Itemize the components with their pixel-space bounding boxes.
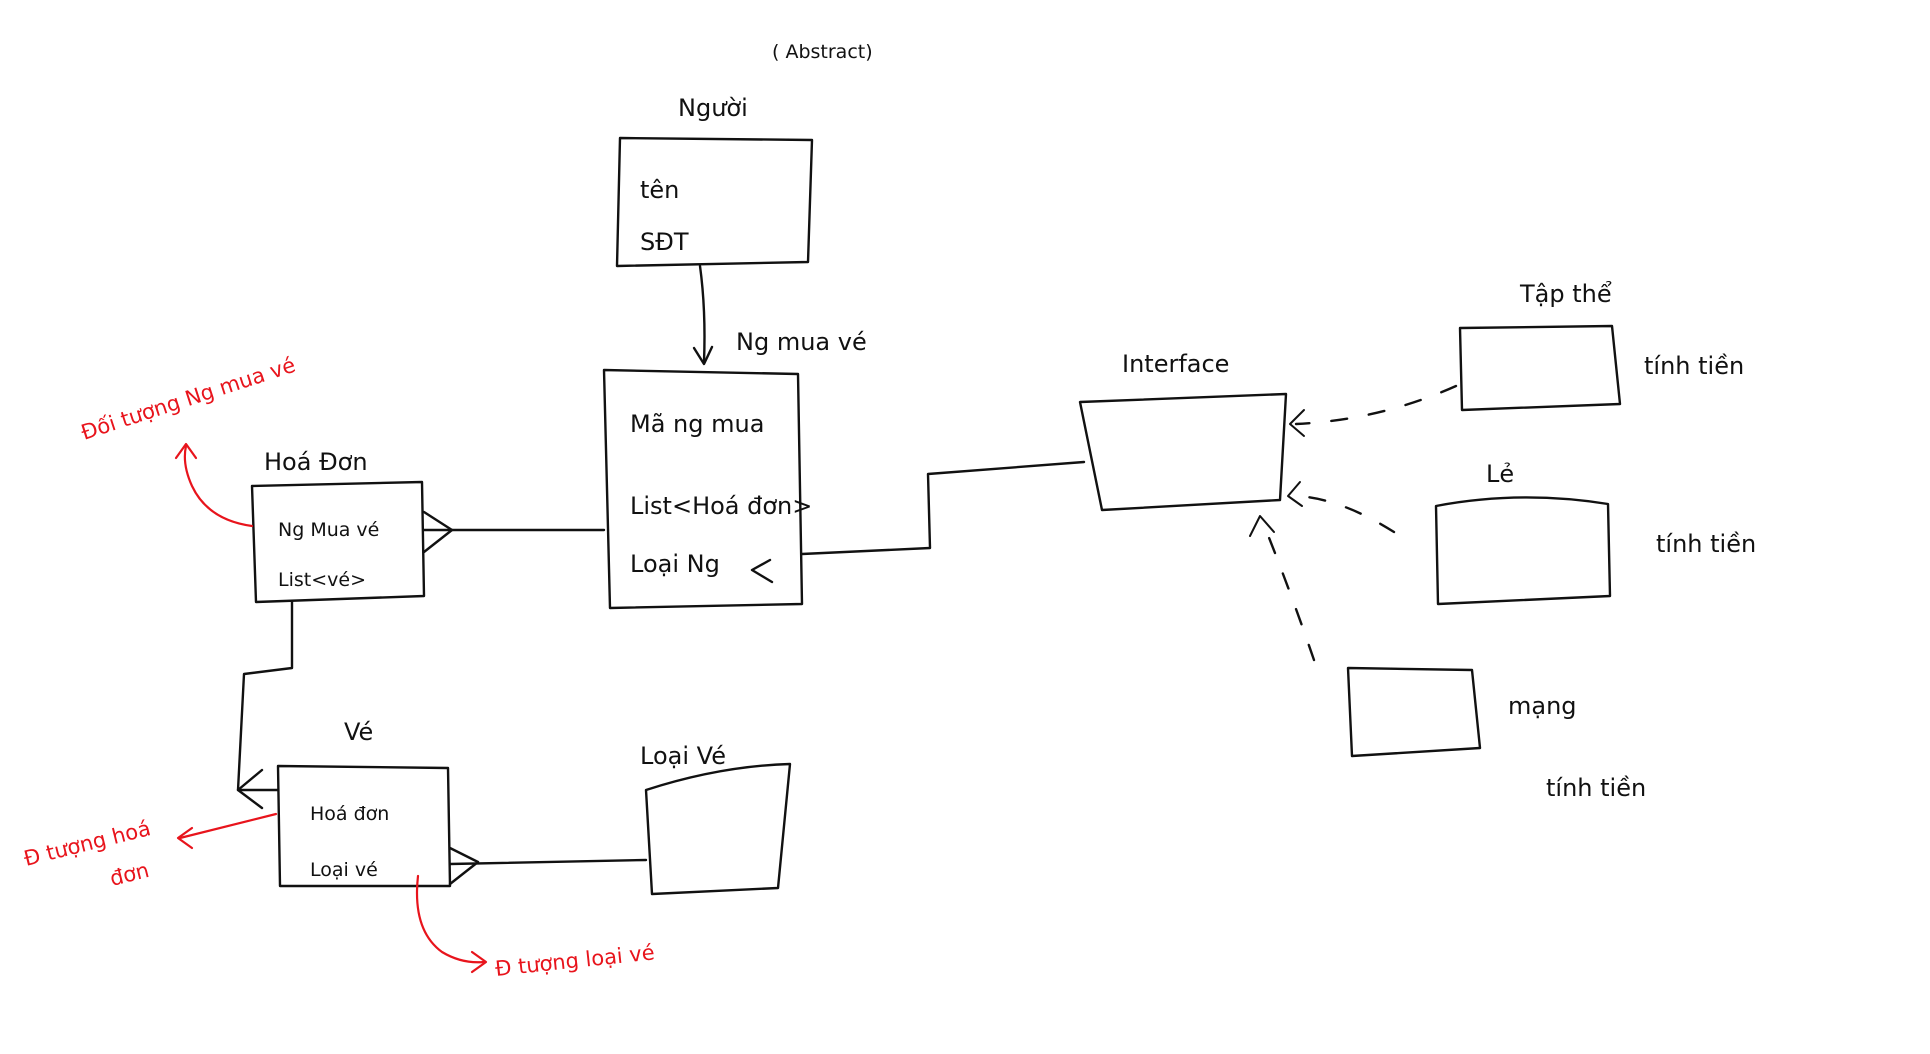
annotation-hoadon-object-line2: đơn xyxy=(107,858,151,891)
class-hoa-don: Hoá Đơn Ng Mua vé List<vé> xyxy=(250,448,426,604)
class-nguoi: ( Abstract) Người tên SĐT xyxy=(615,41,873,268)
class-mang: mạng tính tiền xyxy=(1346,666,1646,802)
class-ng-mua-ve-box xyxy=(602,368,804,610)
realization-le-interface xyxy=(1287,481,1396,534)
class-nguoi-field-ten: tên xyxy=(640,176,679,204)
annotation-loaive-object-text: Đ tượng loại vé xyxy=(494,940,656,981)
interface: Interface xyxy=(1078,350,1288,512)
abstract-stereotype: ( Abstract) xyxy=(772,41,873,63)
class-ng-mua-ve-field-loai: Loại Ng xyxy=(630,550,720,578)
class-ve: Vé Hoá đơn Loại vé xyxy=(276,718,452,888)
association-ngmuave-interface xyxy=(750,460,1086,584)
class-ve-field-hoadon: Hoá đơn xyxy=(310,803,389,825)
class-le-box xyxy=(1434,496,1612,606)
class-ng-mua-ve-title: Ng mua vé xyxy=(736,328,867,356)
class-loai-ve-box xyxy=(644,762,792,896)
class-mang-title: mạng xyxy=(1508,692,1577,720)
class-ve-title: Vé xyxy=(344,718,373,746)
class-tap-the-title: Tập thể xyxy=(1519,280,1612,308)
class-hoa-don-box xyxy=(250,480,426,604)
interface-title: Interface xyxy=(1122,350,1229,378)
generalization-nguoi-ngmuave xyxy=(692,264,714,366)
class-ve-field-loaive: Loại vé xyxy=(310,859,378,881)
class-mang-box xyxy=(1346,666,1482,758)
class-mang-note: tính tiền xyxy=(1546,774,1646,802)
class-loai-ve-title: Loại Vé xyxy=(640,742,726,770)
class-tap-the: Tập thể tính tiền xyxy=(1458,280,1744,412)
annotation-hoadon-object: Đ tượng hoá đơn xyxy=(21,812,278,891)
class-loai-ve: Loại Vé xyxy=(640,742,792,896)
annotation-loaive-object: Đ tượng loại vé xyxy=(415,874,656,981)
realization-tapthe-interface xyxy=(1289,384,1458,437)
class-le-title: Lẻ xyxy=(1486,460,1514,488)
class-le-note: tính tiền xyxy=(1656,530,1756,558)
class-hoa-don-field-ngmuave: Ng Mua vé xyxy=(278,519,379,541)
class-hoa-don-field-listve: List<vé> xyxy=(278,569,366,591)
class-ng-mua-ve-field-list: List<Hoá đơn> xyxy=(630,492,812,520)
class-tap-the-box xyxy=(1458,324,1622,412)
realization-mang-interface xyxy=(1249,515,1316,662)
class-ve-box xyxy=(276,764,452,888)
class-le: Lẻ tính tiền xyxy=(1434,460,1756,606)
association-ve-loaive xyxy=(448,846,648,886)
annotation-ngmuave-object: Đối tượng Ng mua vé xyxy=(78,353,298,528)
class-hoa-don-title: Hoá Đơn xyxy=(264,448,368,476)
annotation-ngmuave-object-text: Đối tượng Ng mua vé xyxy=(78,353,298,445)
class-ng-mua-ve-field-ma: Mã ng mua xyxy=(630,410,764,438)
class-ng-mua-ve: Ng mua vé Mã ng mua List<Hoá đơn> Loại N… xyxy=(602,328,867,610)
class-nguoi-field-sdt: SĐT xyxy=(640,228,689,256)
association-hoadon-ngmuave xyxy=(422,510,606,554)
class-nguoi-title: Người xyxy=(678,94,748,122)
class-tap-the-note: tính tiền xyxy=(1644,352,1744,380)
association-hoadon-ve xyxy=(236,600,294,810)
class-nguoi-box xyxy=(615,136,814,268)
interface-box xyxy=(1078,392,1288,512)
